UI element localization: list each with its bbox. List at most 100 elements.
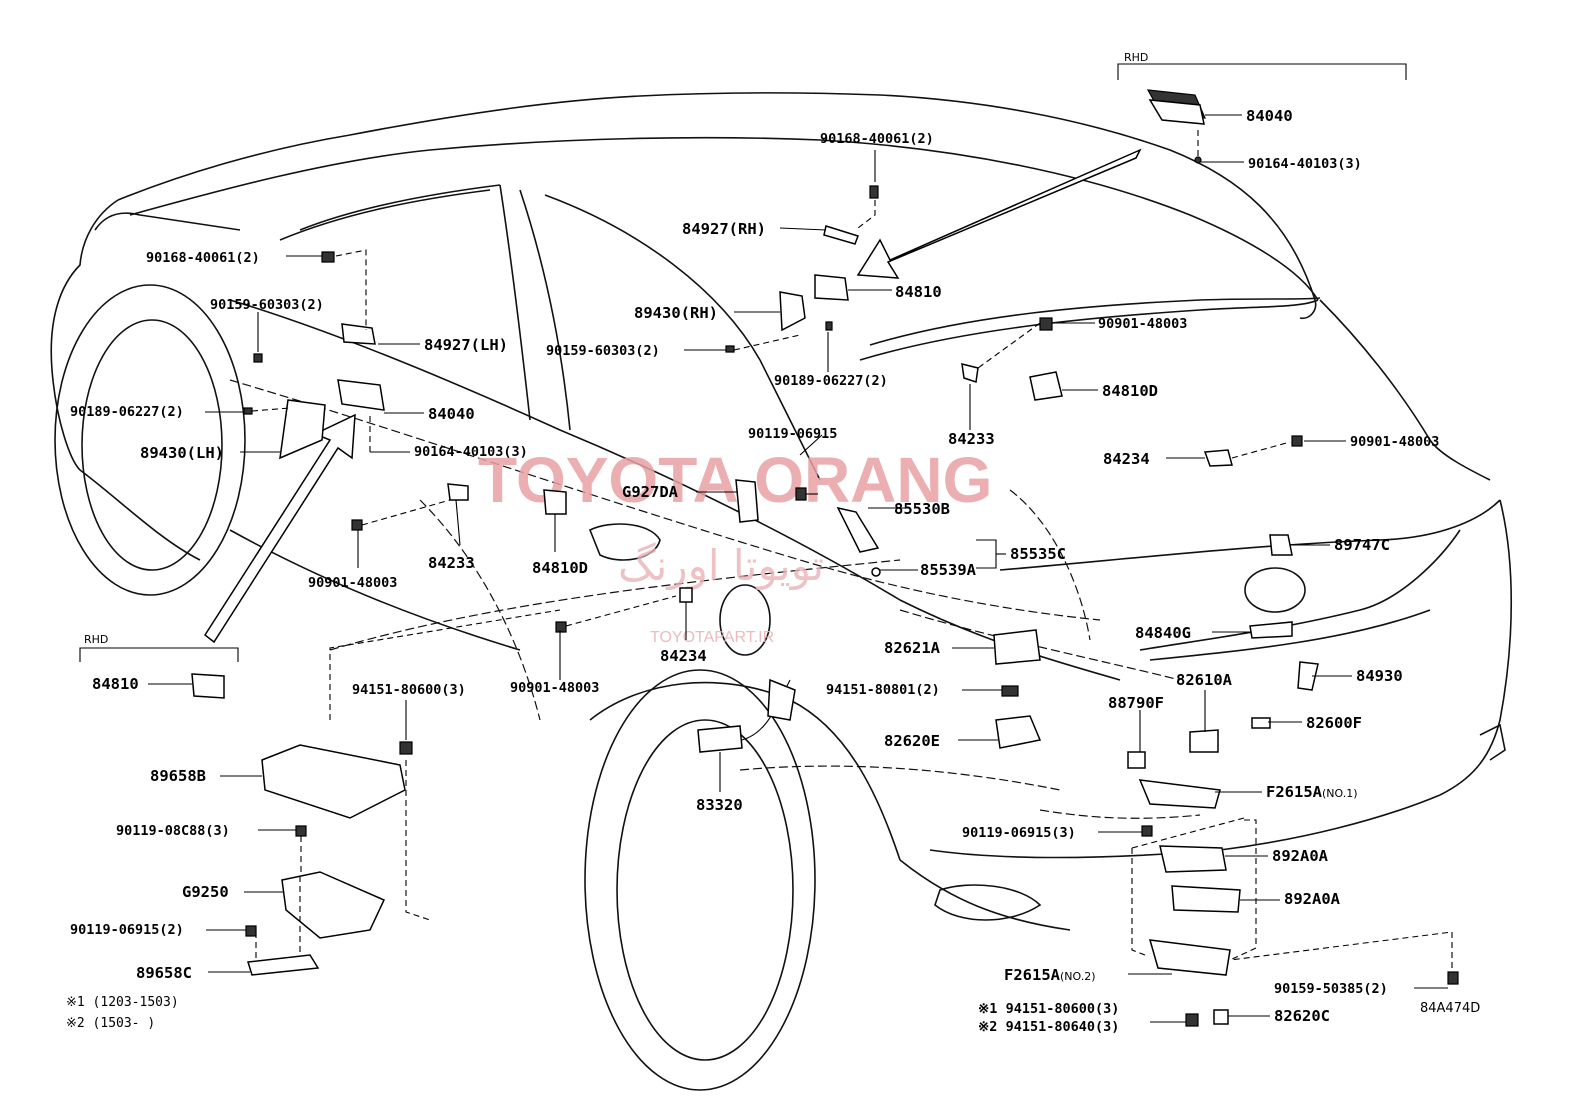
screw-icon — [321, 251, 335, 263]
label-g9250: G9250 — [182, 883, 229, 901]
sensor-icon — [1297, 661, 1319, 691]
switch-bezel-icon — [823, 225, 859, 245]
label-90159-mid: 90159-60303(2) — [546, 343, 660, 359]
module-icon — [697, 725, 743, 753]
note-1: ※1 (1203-1503) — [66, 995, 179, 1010]
label-82620e: 82620E — [884, 732, 940, 750]
sensor-icon — [961, 363, 979, 383]
label-84810d-right: 84810D — [1102, 382, 1158, 400]
label-90119-06915-3: 90119-06915(3) — [962, 825, 1076, 841]
label-90159-50385: 90159-50385(2) — [1274, 981, 1388, 997]
leader-lines — [148, 114, 1453, 1023]
label-f2615a-no2: F2615A(NO.2) — [1004, 966, 1096, 984]
label-85530b: 85530B — [894, 500, 950, 518]
label-90168-left: 90168-40061(2) — [146, 250, 260, 266]
label-89658b: 89658B — [150, 767, 206, 785]
label-84233-right: 84233 — [948, 430, 995, 448]
label-84927-lh: 84927(LH) — [424, 336, 508, 354]
label-90901-right: 90901-48003 — [1098, 316, 1187, 332]
label-82610a: 82610A — [1176, 671, 1233, 689]
label-90119-08c88: 90119-08C88(3) — [116, 823, 230, 839]
label-892a0a-2: 892A0A — [1284, 890, 1341, 908]
label-85539a: 85539A — [920, 561, 977, 579]
label-90119-06915: 90119-06915 — [748, 426, 837, 442]
label-84233-left: 84233 — [428, 554, 475, 572]
label-f2615a-no1: F2615A(NO.1) — [1266, 783, 1358, 801]
car-body-outline — [50, 92, 1512, 1091]
ecu-bracket-icon — [281, 871, 386, 939]
watermark-brand-fa: تویوتا اورنگ — [618, 541, 824, 590]
label-90159-left: 90159-60303(2) — [210, 297, 324, 313]
arrow-left-icon — [203, 413, 356, 644]
label-84040-left: 84040 — [428, 405, 475, 423]
arrow-right-icon — [856, 148, 1142, 279]
screw-icon — [245, 925, 257, 937]
light-bulb-socket-icon — [836, 506, 880, 553]
label-89658c: 89658C — [136, 964, 192, 982]
bracket-icon — [1148, 939, 1231, 976]
label-84927-rh: 84927(RH) — [682, 220, 766, 238]
part-glyphs — [191, 89, 1459, 1027]
label-84810-top: 84810 — [895, 283, 942, 301]
bulb-icon — [871, 567, 881, 577]
ecu-icon — [1159, 845, 1227, 873]
screw-icon — [555, 621, 567, 633]
power-window-switch-icon — [1146, 89, 1206, 125]
switch-bezel-icon — [341, 323, 376, 345]
switch-icon — [1029, 371, 1063, 401]
label-89747c: 89747C — [1334, 536, 1390, 554]
label-94151-80600-b: ※1 94151-80600(3) — [978, 1001, 1119, 1017]
clip-icon — [243, 407, 253, 415]
label-892a0a-1: 892A0A — [1272, 847, 1329, 865]
footnotes: ※1 (1203-1503) ※2 (1503- ) — [66, 995, 179, 1031]
label-82620c: 82620C — [1274, 1007, 1330, 1025]
screw-icon — [869, 185, 879, 199]
sensor-icon — [279, 399, 326, 460]
label-90189-left: 90189-06227(2) — [70, 404, 184, 420]
label-94151-80640: ※2 94151-80640(3) — [978, 1019, 1119, 1035]
screw-icon — [1039, 317, 1053, 331]
bracket-icon — [247, 954, 320, 976]
label-90164-left: 90164-40103(3) — [414, 444, 528, 460]
screw-icon — [295, 825, 307, 837]
switch-icon — [543, 489, 567, 515]
label-94151-80600: 94151-80600(3) — [352, 682, 466, 698]
screw-icon — [795, 487, 807, 501]
nut-icon — [399, 741, 413, 755]
note-2: ※2 (1503- ) — [66, 1016, 155, 1031]
ecu-icon — [1171, 885, 1241, 913]
rhd-label-top: RHD — [1124, 51, 1148, 64]
label-85535c: 85535C — [1010, 545, 1066, 563]
connector-icon — [1127, 751, 1146, 769]
clip-icon — [725, 345, 735, 353]
label-94151-80801: 94151-80801(2) — [826, 682, 940, 698]
label-84930: 84930 — [1356, 667, 1403, 685]
cover-plate-icon — [261, 744, 406, 819]
switch-icon — [814, 274, 849, 301]
label-90189-mid: 90189-06227(2) — [774, 373, 888, 389]
label-84040-top: 84040 — [1246, 107, 1293, 125]
bolt-icon — [1213, 1009, 1229, 1025]
label-89430-rh: 89430(RH) — [634, 304, 718, 322]
label-84234-mid: 84234 — [660, 647, 707, 665]
nut-icon — [1001, 685, 1019, 697]
watermark-site: TOYOTAPART.IR — [650, 629, 774, 646]
sensor-icon — [447, 483, 469, 501]
label-84810d-left: 84810D — [532, 559, 588, 577]
label-90901-left: 90901-48003 — [308, 575, 397, 591]
clip-icon — [1251, 717, 1271, 729]
clip-icon — [825, 321, 833, 331]
label-89430-lh: 89430(LH) — [140, 444, 224, 462]
switch-icon — [1249, 621, 1293, 639]
label-90119-06915-2: 90119-06915(2) — [70, 922, 184, 938]
relay-icon — [1189, 729, 1219, 753]
sensor-icon — [679, 587, 693, 603]
clip-icon — [253, 353, 263, 363]
screw-icon — [1291, 435, 1303, 447]
label-90901-right2: 90901-48003 — [1350, 434, 1439, 450]
label-84234-right: 84234 — [1103, 450, 1150, 468]
part-labels: 84040 90164-40103(3) 90168-40061(2) 8492… — [70, 107, 1439, 1035]
label-f2615a-no2-code: F2615A — [1004, 966, 1061, 984]
